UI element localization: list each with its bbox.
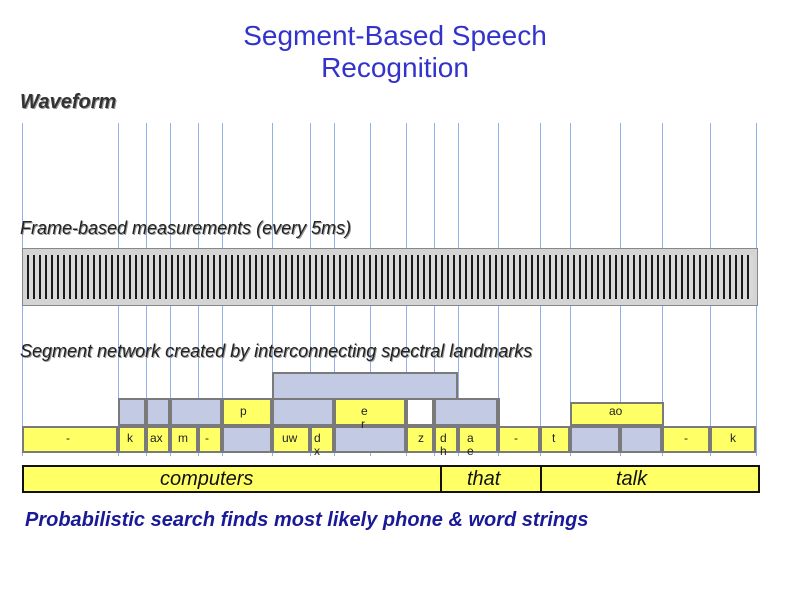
frame-strip <box>22 248 758 306</box>
phone-label: ao <box>609 404 623 418</box>
phone-label: m <box>178 431 188 445</box>
phone-label: d <box>314 431 321 445</box>
phone-label: d <box>440 431 447 445</box>
search-caption: Probabilistic search finds most likely p… <box>25 509 589 531</box>
segment-box <box>434 426 458 453</box>
phone-label: h <box>440 444 447 458</box>
segment-box <box>434 398 498 426</box>
segment-box <box>118 398 146 426</box>
phone-label: - <box>684 431 688 445</box>
segment-box <box>406 398 434 426</box>
frame-bars <box>27 255 753 299</box>
segment-box <box>222 426 272 453</box>
word-box-talk <box>540 465 760 493</box>
segment-box <box>22 426 118 453</box>
segment-box <box>310 426 334 453</box>
phone-label: z <box>418 431 424 445</box>
phone-label: e <box>467 444 474 458</box>
phone-label: - <box>66 431 70 445</box>
phone-label: p <box>240 404 247 418</box>
word-computers: computers <box>160 468 254 490</box>
slide-title: Segment-Based Speech Recognition <box>0 20 790 84</box>
segment-box <box>146 398 170 426</box>
segment-box <box>458 426 498 453</box>
segment-box <box>170 426 198 453</box>
segment-box <box>272 426 310 453</box>
segment-box <box>620 426 662 453</box>
segment-box <box>570 402 664 426</box>
word-talk: talk <box>616 468 648 490</box>
segment-box <box>334 426 406 453</box>
phone-label: x <box>314 444 320 458</box>
phone-label: ax <box>150 431 163 445</box>
title-line-1: Segment-Based Speech <box>243 20 547 51</box>
segment-network-label: Segment network created by interconnecti… <box>20 341 533 361</box>
word-that: that <box>467 468 501 490</box>
phone-label: r <box>361 417 365 431</box>
segment-box <box>334 398 406 426</box>
word-box-that <box>440 465 542 493</box>
phone-label: t <box>552 431 556 445</box>
segment-box <box>272 372 458 400</box>
phone-label: - <box>514 431 518 445</box>
phone-label: - <box>205 431 209 445</box>
segment-box <box>222 398 272 426</box>
segment-box <box>198 426 222 453</box>
segment-box <box>540 426 570 453</box>
phone-label: a <box>467 431 474 445</box>
frame-measurements-label: Frame-based measurements (every 5ms) <box>20 218 352 238</box>
phone-label: k <box>127 431 133 445</box>
segment-box <box>498 426 540 453</box>
phone-label: e <box>361 404 368 418</box>
segment-box <box>170 398 222 426</box>
segment-box <box>118 426 146 453</box>
segment-box <box>710 426 756 453</box>
title-line-2: Recognition <box>321 52 469 83</box>
phone-label: k <box>730 431 736 445</box>
word-box-computers <box>22 465 442 493</box>
segment-box <box>570 426 620 453</box>
segment-box <box>272 398 334 426</box>
segment-box <box>406 426 434 453</box>
segment-box <box>146 426 170 453</box>
segment-box <box>662 426 710 453</box>
waveform-label: Waveform <box>20 91 117 113</box>
phone-label: uw <box>282 431 298 445</box>
